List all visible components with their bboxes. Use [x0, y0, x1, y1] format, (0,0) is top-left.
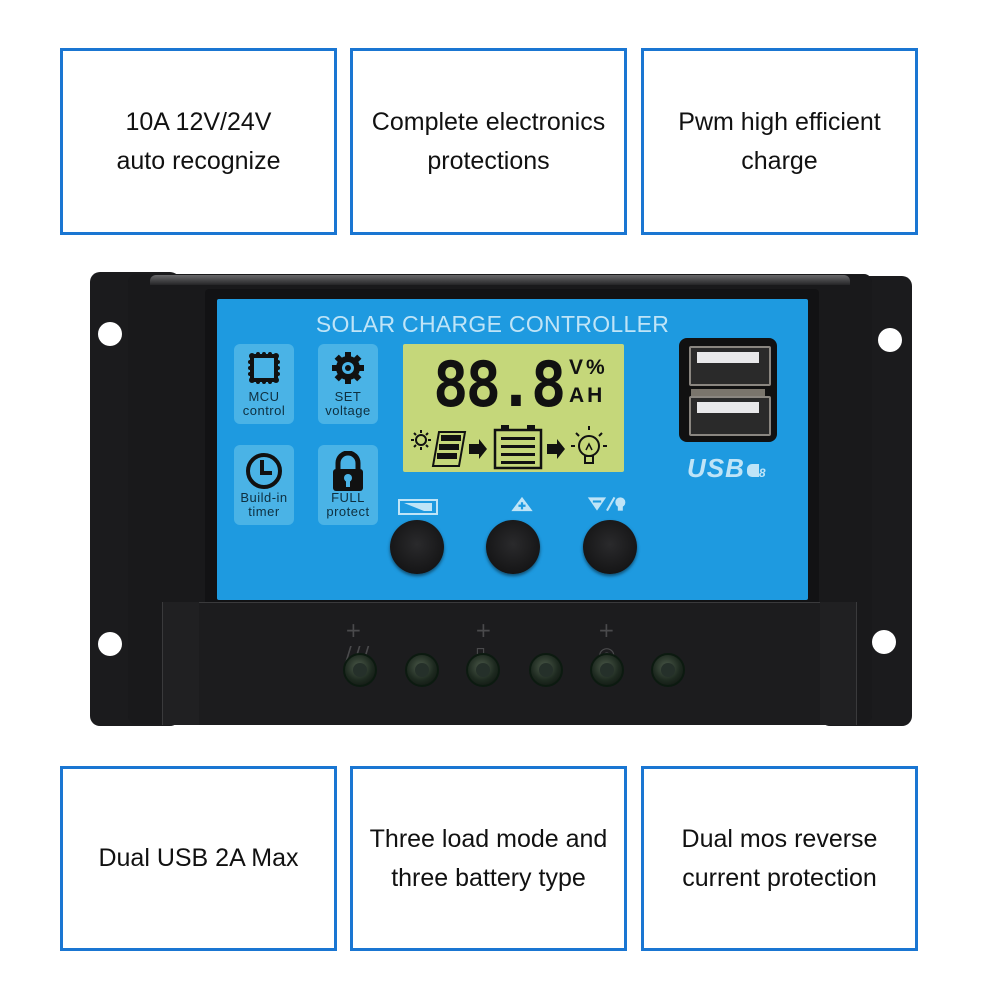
- device-title: SOLAR CHARGE CONTROLLER: [315, 311, 670, 337]
- solar-panel-icon: [431, 431, 467, 467]
- feature-box-reverse-protection: Dual mos reverse current protection: [641, 766, 918, 951]
- tile-label: FULL protect: [326, 490, 370, 519]
- mounting-hole: [872, 630, 896, 654]
- lcd-flow-icons: [411, 425, 607, 470]
- feature-box-auto-recognize: 10A 12V/24V auto recognize: [60, 48, 337, 235]
- lcd-unit-bottom: AH: [569, 384, 606, 407]
- front-panel: SOLAR CHARGE CONTROLLER MCU control SET …: [217, 299, 808, 600]
- feature-tile-set-voltage: SET voltage: [318, 344, 378, 424]
- feature-box-pwm: Pwm high efficient charge: [641, 48, 918, 235]
- up-button[interactable]: [486, 520, 540, 574]
- lcd-unit-top: V%: [569, 356, 608, 379]
- mounting-hole: [98, 322, 122, 346]
- housing-top-bevel: [150, 275, 850, 285]
- lock-icon: [318, 451, 378, 491]
- triangle-down-minus-bulb-icon: [587, 496, 626, 512]
- feature-text: 10A 12V/24V auto recognize: [116, 107, 281, 175]
- usb-slot-top[interactable]: [689, 346, 771, 386]
- down-load-button[interactable]: [583, 520, 637, 574]
- arrow-right-icon: [469, 439, 487, 459]
- feature-box-load-mode: Three load mode and three battery type: [350, 766, 627, 951]
- arrow-right-icon: [547, 439, 565, 459]
- battery-icon: [493, 425, 543, 470]
- feature-box-protections: Complete electronics protections: [350, 48, 627, 235]
- feature-tile-timer: Build-in timer: [234, 445, 294, 525]
- menu-button[interactable]: [390, 520, 444, 574]
- feature-tile-full-protect: FULL protect: [318, 445, 378, 525]
- chip-icon: [234, 350, 294, 390]
- terminal-screw-solar-negative[interactable]: [405, 653, 439, 687]
- mounting-hole: [98, 632, 122, 656]
- tile-label: Build-in timer: [240, 490, 288, 519]
- terminal-screw-battery-positive[interactable]: [466, 653, 500, 687]
- tile-label: SET voltage: [325, 389, 371, 418]
- terminal-screw-solar-positive[interactable]: [343, 653, 377, 687]
- triangle-up-plus-icon: [511, 496, 533, 512]
- terminal-screw-load-positive[interactable]: [590, 653, 624, 687]
- terminal-screw-battery-negative[interactable]: [529, 653, 563, 687]
- lcd-display: 88.8 V% AH: [403, 344, 624, 472]
- mounting-hole: [878, 328, 902, 352]
- menu-switch-icon: [398, 499, 438, 515]
- gear-icon: [318, 350, 378, 390]
- lcd-digits: 88.8: [433, 348, 566, 421]
- feature-box-dual-usb: Dual USB 2A Max: [60, 766, 337, 951]
- clock-icon: [234, 451, 294, 491]
- feature-text: Dual USB 2A Max: [98, 844, 299, 872]
- feature-text: Dual mos reverse current protection: [681, 824, 878, 892]
- bulb-icon: [571, 426, 607, 464]
- feature-text: Complete electronics protections: [371, 107, 606, 175]
- terminal-screw-load-negative[interactable]: [651, 653, 685, 687]
- usb-slot-bottom[interactable]: [689, 396, 771, 436]
- tile-label: MCU control: [242, 389, 286, 418]
- terminal-block: [162, 602, 857, 725]
- feature-text: Three load mode and three battery type: [369, 824, 608, 892]
- sun-icon: [411, 430, 431, 450]
- feature-tile-mcu: MCU control: [234, 344, 294, 424]
- feature-text: Pwm high efficient charge: [678, 107, 881, 175]
- usb-port-dual[interactable]: [679, 338, 777, 442]
